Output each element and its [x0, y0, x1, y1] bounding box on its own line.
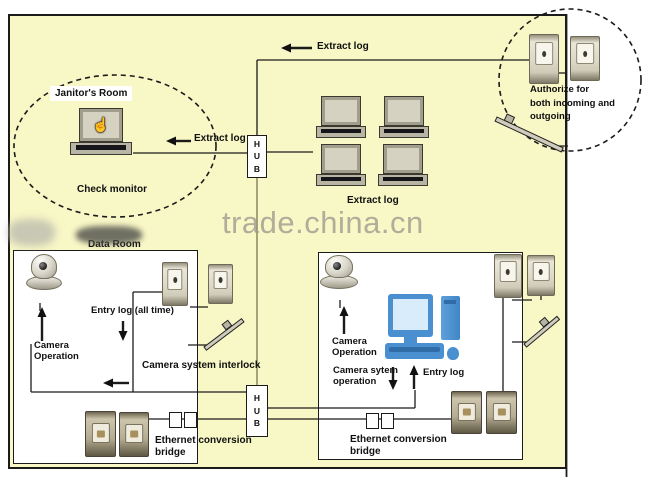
entry-log-right-label: Entry log	[423, 367, 465, 378]
hub-top: H U B	[247, 135, 267, 178]
laptop-icon	[316, 144, 366, 186]
watermark-smudge	[8, 219, 55, 246]
entry-log-all-time-label: Entry log (all time)	[91, 305, 174, 316]
janitors-room-label: Janitor's Room	[50, 86, 133, 101]
ethernet-connector-icon	[366, 413, 379, 429]
hub-top-label: H U B	[253, 138, 261, 174]
extract-log-laptops-label: Extract log	[347, 195, 399, 206]
watermark-text: trade.china.cn	[222, 205, 424, 240]
data-room-title: Data Room	[88, 239, 141, 250]
check-monitor-label: Check monitor	[77, 184, 148, 195]
ethernet-bridge-right-label: Ethernet conversion bridge	[350, 434, 447, 457]
dome-camera-icon	[320, 255, 358, 301]
camera-system-operation-label: Camera sytem operation	[333, 365, 398, 387]
hub-bottom: H U B	[246, 385, 268, 437]
extract-log-top-label: Extract log	[317, 41, 369, 52]
camera-operation-right-label: Camera Operation	[332, 336, 377, 358]
dome-camera-icon	[26, 254, 62, 303]
janitor-laptop-icon: ☝	[70, 108, 132, 155]
laptop-icon	[316, 96, 366, 138]
desktop-computer-icon	[384, 293, 464, 365]
card-reader-icon	[527, 255, 555, 296]
watermark-smudge	[76, 226, 142, 244]
laptop-icon	[378, 144, 428, 186]
ethernet-connector-icon	[184, 412, 197, 428]
ethernet-bridge-left-label: Ethernet conversion bridge	[155, 435, 252, 458]
extract-log-mid-label: Extract log	[194, 133, 246, 144]
ethernet-connector-icon	[169, 412, 182, 428]
card-reader-icon	[494, 254, 522, 298]
ethernet-bridge-icon	[451, 391, 482, 434]
camera-operation-left-label: Camera Operation	[34, 340, 79, 362]
camera-system-interlock-label: Camera system interlock	[142, 360, 261, 371]
authorize-note-label: Authorize for both incoming and outgoing	[530, 84, 615, 122]
ethernet-bridge-icon	[119, 412, 149, 457]
card-reader-icon	[529, 34, 559, 84]
ethernet-bridge-icon	[486, 391, 517, 434]
ethernet-connector-icon	[381, 413, 394, 429]
ethernet-bridge-icon	[85, 411, 116, 457]
laptop-icon	[379, 96, 429, 138]
card-reader-icon	[570, 36, 600, 81]
hand-cursor-icon: ☝	[92, 116, 110, 133]
hub-bottom-label: H U B	[253, 393, 261, 429]
card-reader-icon	[162, 262, 188, 306]
card-reader-icon	[208, 264, 233, 304]
